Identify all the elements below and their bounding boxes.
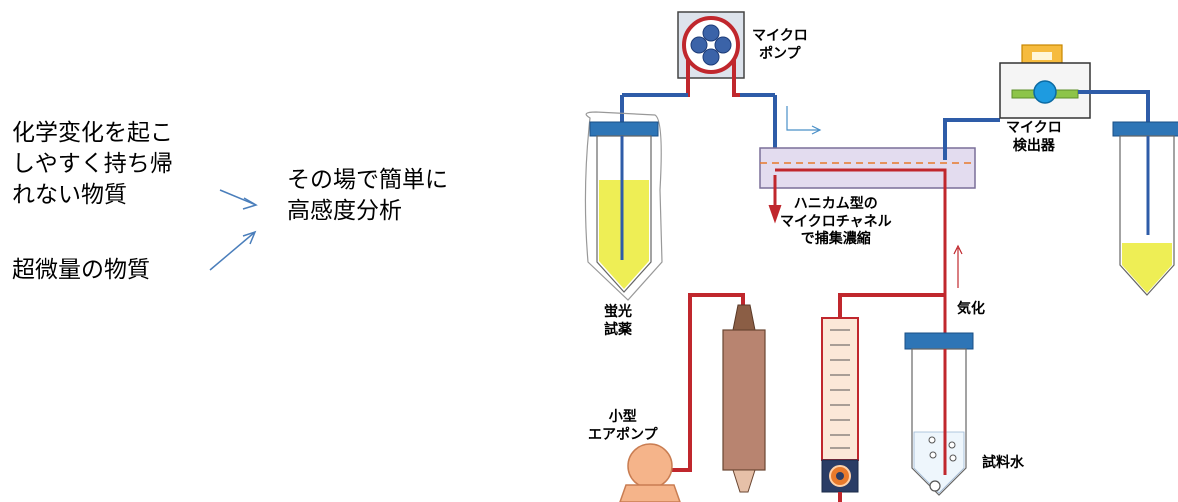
arrow-to-result-upper: [219, 189, 258, 210]
small-air-pump-label: 小型 エアポンプ: [588, 409, 658, 443]
flow-arrow-icon: [786, 106, 822, 135]
down-arrow-icon: [768, 204, 782, 224]
honeycomb-microchannel-icon: [759, 147, 976, 189]
graduated-cylinder-icon: [821, 317, 859, 493]
input-substances-text: 化学変化を起こ しやすく持ち帰 れない物質: [12, 120, 173, 209]
sample-water-tube-icon: [904, 332, 974, 496]
fluorescent-reagent-label: 蛍光 試薬: [604, 304, 632, 338]
waste-tube-icon: [1112, 121, 1178, 296]
adsorption-column-icon: [722, 304, 766, 493]
sample-water-label: 試料水: [982, 455, 1024, 471]
vapor-up-arrow-icon: [953, 244, 963, 288]
honeycomb-channel-label: ハニカム型の マイクロチャネル で捕集濃縮: [780, 196, 892, 247]
fluorescent-reagent-tube-icon: [584, 111, 663, 301]
arrow-to-result-lower: [209, 230, 257, 271]
micro-pump-label: マイクロ ポンプ: [752, 28, 808, 62]
vaporize-label: 気化: [957, 301, 985, 317]
trace-substance-text: 超微量の物質: [12, 257, 150, 283]
micro-detector-icon: [999, 44, 1091, 119]
onsite-analysis-text: その場で簡単に 高感度分析: [287, 167, 448, 225]
small-air-pump-icon: [619, 443, 681, 502]
micro-detector-label: マイクロ 検出器: [1006, 120, 1062, 154]
